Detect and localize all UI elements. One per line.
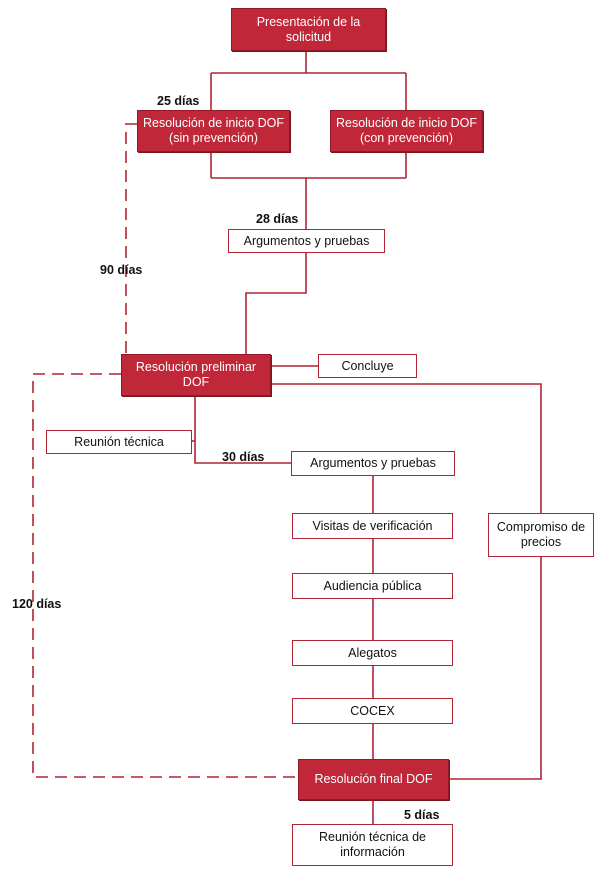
connector-argumentos-preliminar [245, 253, 307, 354]
label-120-dias: 120 días [12, 597, 62, 611]
label-30-dias: 30 días [222, 450, 265, 464]
node-alegatos: Alegatos [292, 640, 453, 666]
node-resolucion-inicio-con: Resolución de inicio DOF (con prevención… [330, 110, 483, 152]
node-presentacion: Presentación de la solicitud [231, 8, 386, 51]
node-compromiso-precios: Compromiso de precios [488, 513, 594, 557]
node-argumentos-y-pruebas-2: Argumentos y pruebas [291, 451, 455, 476]
node-argumentos-y-pruebas-1: Argumentos y pruebas [228, 229, 385, 253]
dashed-120-dias [32, 373, 298, 778]
label-90-dias: 90 días [100, 263, 143, 277]
label-25-dias: 25 días [157, 94, 200, 108]
node-resolucion-inicio-sin: Resolución de inicio DOF (sin prevención… [137, 110, 290, 152]
node-cocex: COCEX [292, 698, 453, 724]
dashed-90-dias [125, 123, 137, 354]
node-concluye: Concluye [318, 354, 417, 378]
node-audiencia-publica: Audiencia pública [292, 573, 453, 599]
label-5-dias: 5 días [404, 808, 440, 822]
connector-compromiso-final [449, 557, 542, 780]
node-visitas-verificacion: Visitas de verificación [292, 513, 453, 539]
connector-preliminar-argumentos-2 [194, 396, 291, 464]
label-28-dias: 28 días [256, 212, 299, 226]
node-reunion-tecnica-informacion: Reunión técnica de información [292, 824, 453, 866]
node-resolucion-preliminar: Resolución preliminar DOF [121, 354, 271, 396]
node-resolucion-final: Resolución final DOF [298, 759, 449, 800]
node-reunion-tecnica: Reunión técnica [46, 430, 192, 454]
connector-preliminar-compromiso [271, 383, 542, 513]
